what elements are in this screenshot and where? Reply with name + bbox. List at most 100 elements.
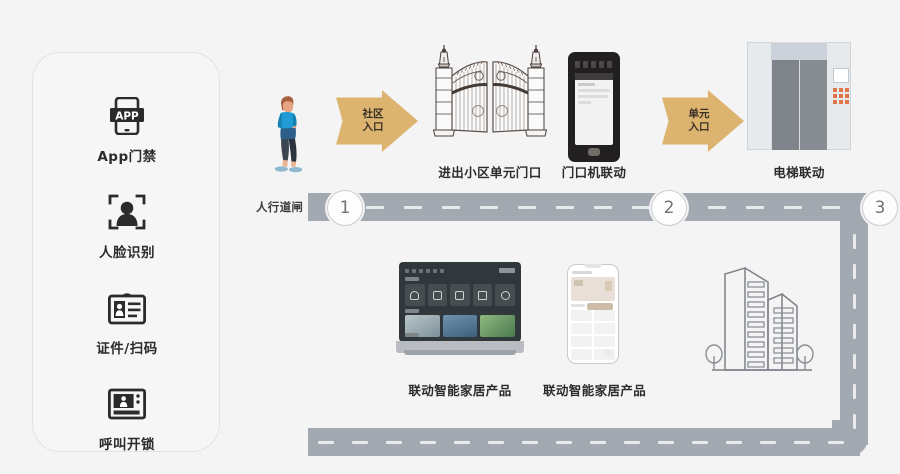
svg-text:APP: APP — [115, 110, 139, 122]
elevator-header — [771, 43, 827, 60]
tablet-screen — [399, 262, 521, 342]
road-dash — [853, 234, 856, 249]
tablet-thumb[interactable] — [480, 315, 516, 337]
elevator-door-left — [772, 60, 799, 150]
face-recognition-icon — [33, 191, 221, 233]
elevator-door-right — [800, 60, 827, 150]
tablet-foot — [404, 350, 516, 355]
tablet-thumb[interactable] — [405, 315, 440, 337]
caption-smart-home-tablet: 联动智能家居产品 — [408, 383, 512, 398]
smart-home-phone-illustration — [567, 264, 619, 364]
sidebar-item-label: 证件/扫码 — [96, 341, 158, 357]
step-badge-3[interactable]: 3 — [862, 190, 898, 226]
sidebar-item-call-unlock[interactable]: 呼叫开锁 — [33, 383, 221, 453]
pedestrian-illustration — [268, 94, 306, 174]
phone-device-cell[interactable] — [594, 310, 615, 321]
elevator-display — [833, 68, 849, 83]
road-dash — [853, 294, 856, 309]
sidebar-item-label: 呼叫开锁 — [99, 437, 155, 453]
road-dash — [746, 206, 764, 209]
road-dash — [556, 441, 572, 444]
step-badge-2[interactable]: 2 — [651, 190, 687, 226]
tablet-thumb[interactable] — [442, 315, 478, 337]
caption-smart-home-phone: 联动智能家居产品 — [543, 383, 647, 398]
door-station-fingerprint-button[interactable] — [588, 148, 600, 156]
tablet-status-bar — [405, 267, 515, 274]
road-dash — [594, 206, 612, 209]
road-dash — [590, 441, 606, 444]
phone-device-cell[interactable] — [571, 323, 592, 334]
road-dash — [853, 354, 856, 369]
road-dash — [853, 324, 856, 339]
caption-community-gate: 进出小区单元门口 — [438, 165, 542, 180]
sidebar-item-face-recognition[interactable]: 人脸识别 — [33, 191, 221, 261]
arrow-label: 单元 入口 — [688, 108, 710, 133]
tablet-scene-thumbnails[interactable] — [405, 315, 516, 337]
road-dash — [828, 441, 844, 444]
road-dash — [556, 206, 574, 209]
sidebar-item-label: 人脸识别 — [99, 245, 155, 261]
phone-device-cell[interactable] — [571, 349, 592, 360]
road-dash — [692, 441, 708, 444]
phone-hero-card — [571, 277, 615, 310]
door-station-sensors — [575, 60, 613, 69]
elevator-illustration — [747, 42, 851, 150]
road-dash — [518, 206, 536, 209]
arrow-label: 社区 入口 — [362, 108, 384, 133]
road-dash — [318, 441, 334, 444]
tablet-tile[interactable] — [472, 284, 493, 306]
road-dash — [454, 441, 470, 444]
road-top-segment — [308, 193, 868, 221]
road-dash — [632, 206, 650, 209]
road-dash — [624, 441, 640, 444]
sidebar-item-id-scan[interactable]: 证件/扫码 — [33, 287, 221, 357]
intercom-unlock-icon — [33, 383, 221, 425]
tablet-tile[interactable] — [495, 284, 515, 306]
road-dash — [708, 206, 726, 209]
road-dash — [386, 441, 402, 444]
door-station-illustration — [568, 52, 620, 162]
road-dash — [488, 441, 504, 444]
road-dash — [420, 441, 436, 444]
sidebar-item-app-access[interactable]: APP App门禁 — [33, 95, 221, 165]
tablet-tile[interactable] — [427, 284, 448, 306]
phone-device-cell[interactable] — [594, 336, 615, 347]
entry-methods-panel: APP App门禁 人脸识别 — [32, 52, 221, 453]
community-gate-illustration — [426, 40, 554, 158]
road-dash — [794, 441, 810, 444]
community-entrance-arrow: 社区 入口 — [336, 90, 418, 152]
phone-device-cell[interactable] — [594, 323, 615, 334]
phone-device-cell[interactable] — [571, 310, 592, 321]
caption-door-station: 门口机联动 — [561, 165, 627, 180]
road-dash — [853, 414, 856, 429]
road-dash — [822, 206, 840, 209]
caption-elevator: 电梯联动 — [773, 165, 825, 180]
phone-device-cell[interactable] — [571, 336, 592, 347]
elevator-keypad[interactable] — [833, 88, 850, 104]
residential-buildings-illustration — [700, 258, 850, 398]
road-dash — [760, 441, 776, 444]
pedestrian-gate-label: 人行道闸 — [256, 200, 304, 214]
road-dash — [784, 206, 802, 209]
tablet-shortcut-tiles[interactable] — [405, 284, 515, 306]
step-badge-1[interactable]: 1 — [327, 190, 363, 226]
road-dash — [853, 384, 856, 399]
road-dash — [404, 206, 422, 209]
road-dash — [726, 441, 742, 444]
tablet-tile[interactable] — [405, 284, 425, 306]
tablet-tile[interactable] — [450, 284, 470, 306]
road-dash — [366, 206, 384, 209]
road-dash — [522, 441, 538, 444]
smart-home-tablet-illustration — [396, 262, 524, 358]
phone-notch — [584, 264, 602, 268]
unit-entrance-arrow: 单元 入口 — [662, 90, 744, 152]
road-dash — [853, 264, 856, 279]
id-card-scan-icon — [33, 287, 221, 329]
sidebar-item-label: App门禁 — [97, 149, 157, 165]
road-dash — [442, 206, 460, 209]
road-dash — [480, 206, 498, 209]
phone-fab-button[interactable] — [604, 349, 613, 358]
door-station-screen — [575, 73, 613, 145]
app-phone-icon: APP — [33, 95, 221, 137]
